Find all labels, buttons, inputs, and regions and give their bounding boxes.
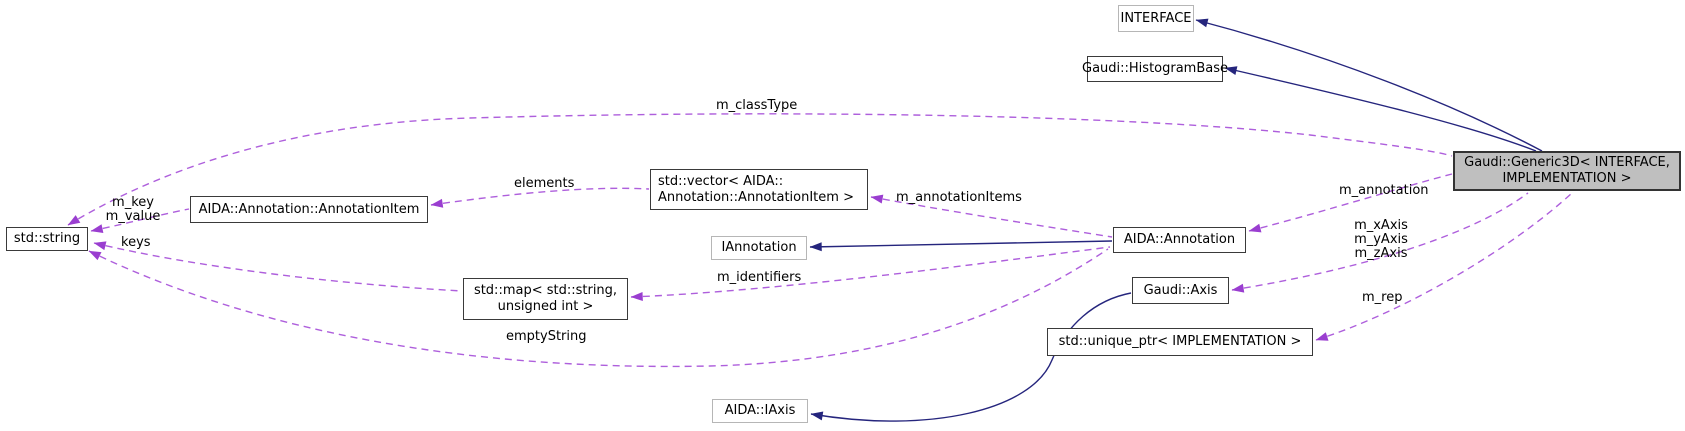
node-iannotation: IAnnotation — [711, 236, 807, 260]
edge-label-m-value: m_value — [105, 209, 161, 224]
node-gaudi-histogrambase[interactable]: Gaudi::HistogramBase — [1082, 56, 1228, 82]
node-aida-iaxis-label: AIDA::IAxis — [724, 403, 796, 418]
node-gaudi-generic3d-label-line2: IMPLEMENTATION > — [1502, 171, 1632, 186]
edge-m-rep — [1315, 192, 1573, 341]
edge-m-identifiers — [630, 246, 1111, 302]
edge-label-m-yaxis: m_yAxis — [1354, 232, 1408, 247]
node-interface-label: INTERFACE — [1120, 10, 1192, 26]
node-aida-annotationitem-label: AIDA::Annotation::AnnotationItem — [198, 201, 420, 217]
node-std-unique-ptr-label: std::unique_ptr< IMPLEMENTATION > — [1058, 334, 1302, 349]
node-aida-annotation-label: AIDA::Annotation — [1123, 232, 1236, 247]
node-gaudi-axis[interactable]: Gaudi::Axis — [1132, 277, 1229, 304]
node-std-string-label: std::string — [13, 231, 81, 246]
edge-emptystring — [88, 248, 1109, 368]
edge-generic3d-to-histogrambase — [1224, 66, 1537, 152]
edge-m-annotationitems — [870, 194, 1113, 238]
node-std-vector[interactable]: std::vector< AIDA:: Annotation::Annotati… — [650, 169, 868, 210]
edge-label-m-annotation: m_annotation — [1339, 183, 1429, 198]
edge-label-m-key: m_key — [112, 195, 154, 210]
node-std-map[interactable]: std::map< std::string, unsigned int > — [463, 278, 628, 320]
node-std-string[interactable]: std::string — [6, 227, 88, 251]
node-std-vector-label-line1: std::vector< AIDA:: — [658, 173, 784, 189]
node-gaudi-generic3d: Gaudi::Generic3D< INTERFACE, IMPLEMENTAT… — [1453, 151, 1681, 191]
node-std-map-label-line1: std::map< std::string, — [473, 283, 618, 298]
node-gaudi-axis-label: Gaudi::Axis — [1143, 282, 1218, 298]
node-interface: INTERFACE — [1118, 5, 1194, 32]
edge-label-m-key-m-value: m_key m_value — [104, 196, 162, 224]
edge-axis-to-iaxis — [810, 292, 1132, 422]
node-std-vector-label-line2: Annotation::AnnotationItem > — [658, 189, 854, 205]
node-gaudi-histogrambase-label: Gaudi::HistogramBase — [1082, 61, 1228, 76]
node-std-unique-ptr[interactable]: std::unique_ptr< IMPLEMENTATION > — [1047, 328, 1313, 356]
node-gaudi-generic3d-label-line1: Gaudi::Generic3D< INTERFACE, — [1464, 155, 1670, 170]
node-aida-iaxis: AIDA::IAxis — [712, 399, 808, 423]
node-iannotation-label: IAnnotation — [721, 240, 797, 255]
edge-label-m-xaxis: m_xAxis — [1354, 218, 1408, 233]
edge-label-m-rep: m_rep — [1362, 290, 1403, 305]
edge-label-m-identifiers: m_identifiers — [717, 270, 802, 285]
edge-label-m-annotationitems: m_annotationItems — [896, 190, 1022, 205]
edge-generic3d-to-interface — [1195, 18, 1543, 152]
edge-annotation-to-iannotation — [809, 240, 1113, 252]
node-aida-annotation[interactable]: AIDA::Annotation — [1113, 227, 1246, 253]
edge-elements — [430, 187, 650, 208]
edge-label-m-xyzaxis: m_xAxis m_yAxis m_zAxis — [1352, 219, 1410, 261]
edge-label-m-classtype: m_classType — [716, 98, 798, 113]
edge-m-annotation — [1248, 173, 1453, 233]
node-aida-annotationitem[interactable]: AIDA::Annotation::AnnotationItem — [190, 196, 428, 223]
edge-keys — [93, 241, 463, 292]
edge-label-m-zaxis: m_zAxis — [1354, 246, 1408, 261]
edge-label-emptystring: emptyString — [506, 329, 587, 344]
edge-m-key-value — [90, 208, 190, 234]
edge-label-elements: elements — [514, 176, 575, 191]
edge-label-keys: keys — [121, 235, 151, 250]
node-std-map-label-line2: unsigned int > — [497, 299, 594, 314]
edge-m-xyzaxis — [1231, 192, 1529, 293]
